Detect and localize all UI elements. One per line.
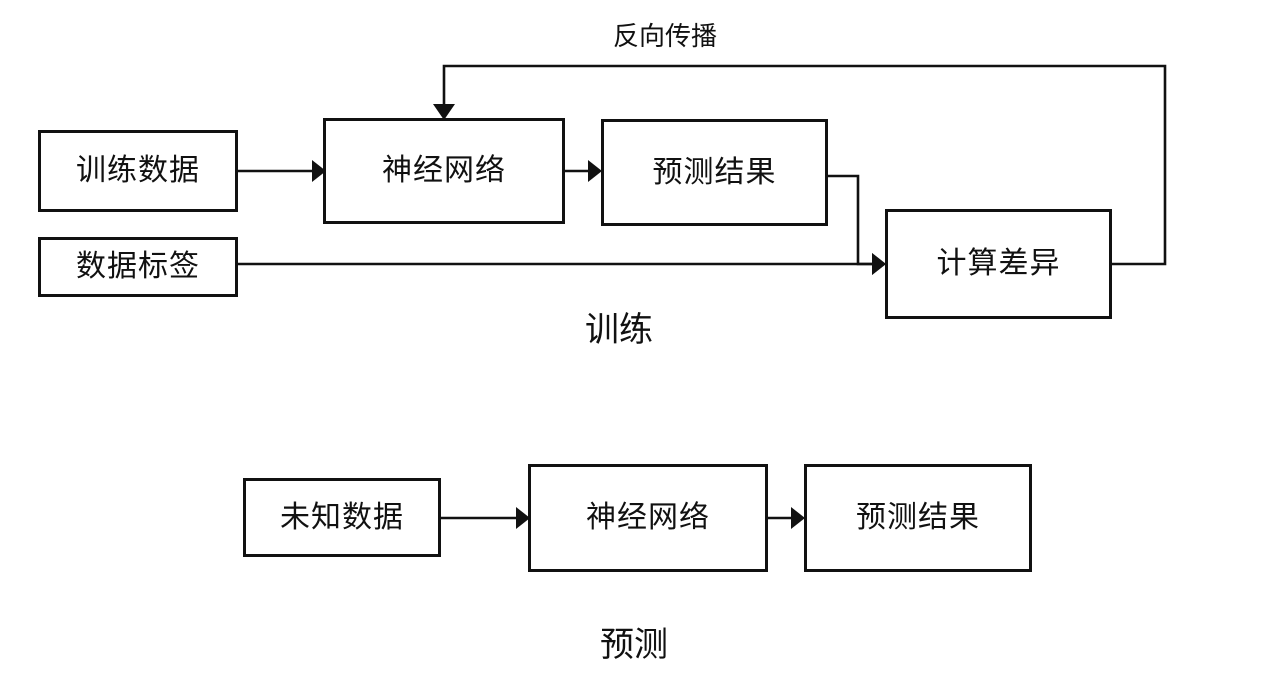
node-data-labels-label: 数据标签 xyxy=(76,250,200,283)
edge-label-backpropagation: 反向传播 xyxy=(613,22,718,51)
node-neural-network-train[interactable]: 神经网络 xyxy=(323,118,565,224)
node-unknown-data[interactable]: 未知数据 xyxy=(243,478,441,557)
node-training-data-label: 训练数据 xyxy=(76,154,200,187)
edge-neural-network-to-prediction-result xyxy=(565,160,602,182)
edge-prediction-result-to-compute-difference xyxy=(828,174,886,275)
node-prediction-result-predict[interactable]: 预测结果 xyxy=(804,464,1032,572)
node-neural-network-predict-label: 神经网络 xyxy=(586,501,710,534)
node-compute-difference[interactable]: 计算差异 xyxy=(885,209,1112,319)
node-prediction-result-predict-label: 预测结果 xyxy=(856,501,980,534)
node-compute-difference-label: 计算差异 xyxy=(936,247,1061,280)
edge-data-labels-to-compute-difference xyxy=(238,253,886,275)
node-neural-network-predict[interactable]: 神经网络 xyxy=(528,464,768,572)
edge-unknown-data-to-neural-network xyxy=(441,507,530,529)
node-training-data[interactable]: 训练数据 xyxy=(38,130,238,212)
node-prediction-result-train-label: 预测结果 xyxy=(652,155,777,189)
edge-training-data-to-neural-network xyxy=(238,160,326,182)
edge-neural-network-to-prediction-result-predict xyxy=(768,507,805,529)
section-caption-training: 训练 xyxy=(585,312,653,349)
node-data-labels[interactable]: 数据标签 xyxy=(38,237,238,297)
node-neural-network-train-label: 神经网络 xyxy=(382,154,506,187)
node-unknown-data-label: 未知数据 xyxy=(280,500,404,534)
section-caption-prediction: 预测 xyxy=(600,627,668,664)
node-prediction-result-train[interactable]: 预测结果 xyxy=(601,119,828,226)
